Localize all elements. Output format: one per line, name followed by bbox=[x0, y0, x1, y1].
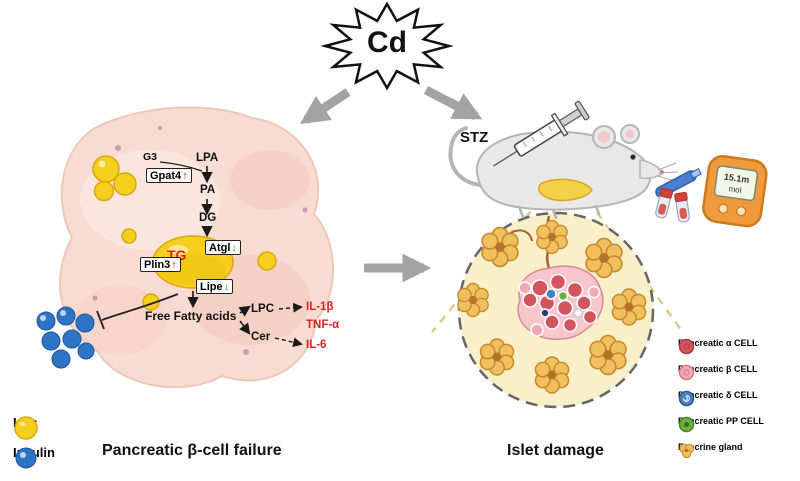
glucometer: 15.1m mol bbox=[702, 154, 768, 228]
arrow-cd-to-cell bbox=[300, 88, 351, 124]
legend-exocrine-label: Exocrine gland bbox=[678, 442, 743, 452]
lipid-droplet-icon bbox=[14, 416, 38, 440]
cd-label: Cd bbox=[367, 26, 407, 59]
legend-alpha-cell: Pancreatic α CELL bbox=[678, 338, 758, 355]
legend-insulin: Insulin bbox=[13, 445, 55, 469]
il1b-label: IL-1β bbox=[306, 301, 334, 313]
cd-burst-shape bbox=[320, 1, 454, 91]
pathway-g3: G3 bbox=[143, 151, 158, 163]
exocrine-gland-icon bbox=[679, 443, 695, 459]
legend-beta-cell: Pancreatic β CELL bbox=[678, 364, 758, 381]
cer-label: Cer bbox=[251, 331, 271, 343]
arrow-cd-to-mouse bbox=[423, 86, 483, 120]
lpc-label: LPC bbox=[251, 303, 274, 315]
syringe bbox=[493, 100, 590, 167]
atgl-label: Atgl bbox=[209, 241, 231, 254]
atgl-box: Atgl↓ bbox=[205, 240, 241, 255]
lipe-box: Lipe↓ bbox=[196, 279, 234, 294]
down-arrow-icon: ↓ bbox=[223, 280, 230, 293]
legend-delta-label: Pancreatic δ CELL bbox=[678, 390, 758, 400]
islet-core-cells bbox=[517, 265, 604, 340]
lipid-droplet-cluster bbox=[92, 155, 137, 202]
beta-cell-icon bbox=[678, 364, 695, 381]
caption-right: Islet damage bbox=[507, 442, 604, 459]
insulin-icon bbox=[15, 447, 37, 469]
legend-pp-cell: Pancreatic PP CELL bbox=[678, 416, 764, 433]
mouse-eye bbox=[630, 154, 636, 160]
lipe-label: Lipe bbox=[200, 280, 223, 293]
up-arrow-icon: ↑ bbox=[171, 258, 177, 271]
tnfa-label: TNF-α bbox=[306, 319, 340, 331]
glucometer-value: 15.1m bbox=[723, 172, 750, 185]
legend-beta-label: Pancreatic β CELL bbox=[678, 364, 758, 374]
up-arrow-icon: ↑ bbox=[182, 169, 188, 182]
insulin-granule-cluster bbox=[36, 306, 95, 369]
gpat4-label: Gpat4 bbox=[150, 169, 182, 182]
pathway-pa: PA bbox=[200, 184, 216, 196]
plin3-box: Plin3↑ bbox=[140, 257, 181, 272]
glucometer-button bbox=[736, 206, 747, 217]
glucometer-unit: mol bbox=[728, 184, 742, 195]
il6-label: IL-6 bbox=[306, 339, 327, 351]
gpat4-box: Gpat4↑ bbox=[146, 168, 192, 183]
islet-section bbox=[457, 211, 655, 409]
down-arrow-icon: ↓ bbox=[231, 241, 237, 254]
mouse-pancreas bbox=[537, 178, 593, 202]
legend-delta-cell: Pancreatic δ CELL bbox=[678, 390, 758, 407]
pathway-arrows bbox=[159, 161, 251, 335]
legend-pp-label: Pancreatic PP CELL bbox=[678, 416, 764, 426]
cytokine-dashed-arrows bbox=[274, 302, 303, 348]
blood-tube bbox=[655, 187, 674, 219]
mouse-tail bbox=[448, 126, 482, 187]
insulin-inhibition-line bbox=[96, 293, 179, 330]
delta-cell-icon bbox=[678, 390, 695, 407]
plin3-label: Plin3 bbox=[144, 258, 171, 271]
free-fatty-acids-label: Free Fatty acids bbox=[145, 309, 237, 323]
mouse-feet bbox=[518, 204, 601, 220]
stz-label: STZ bbox=[460, 129, 489, 146]
glucometer-button bbox=[718, 203, 729, 214]
pathway-lpa: LPA bbox=[196, 152, 219, 164]
legend-alpha-label: Pancreatic α CELL bbox=[678, 338, 758, 348]
alpha-cell-icon bbox=[678, 338, 695, 355]
legend-exocrine: Exocrine gland bbox=[678, 442, 743, 459]
legend-lds: LDs bbox=[13, 415, 38, 440]
glucometer-screen bbox=[713, 165, 759, 202]
pathway-dg: DG bbox=[199, 212, 217, 224]
caption-left: Pancreatic β-cell failure bbox=[102, 442, 282, 459]
blood-tube bbox=[674, 192, 690, 223]
pp-cell-icon bbox=[678, 416, 695, 433]
